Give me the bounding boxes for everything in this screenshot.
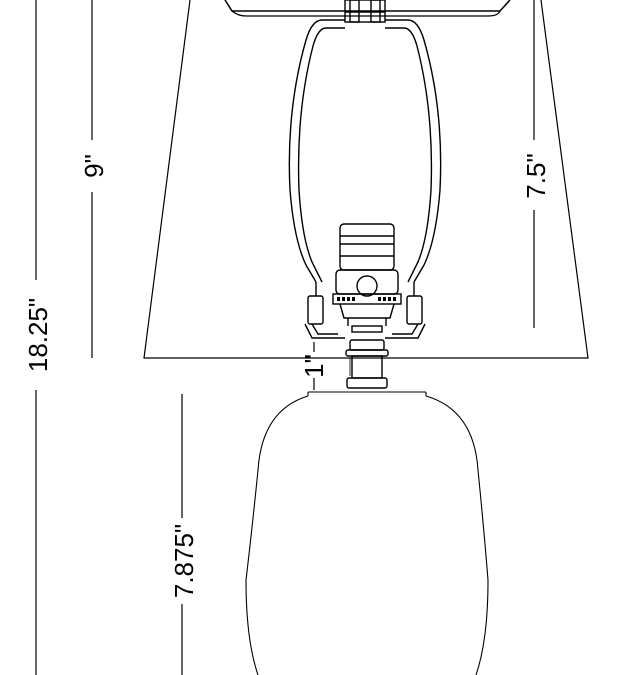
base-height-label: 7.875" bbox=[169, 524, 199, 598]
lamp-base bbox=[245, 391, 489, 675]
lamp-harp bbox=[288, 0, 442, 339]
harp-height-label: 7.5" bbox=[521, 153, 551, 198]
neck-height-label: 1" bbox=[299, 354, 329, 378]
lamp-shade bbox=[143, 0, 589, 359]
overall-height-label: 18.25" bbox=[23, 298, 53, 372]
lamp-neck bbox=[345, 339, 389, 389]
dimension-lines bbox=[35, 0, 535, 675]
lamp-socket bbox=[332, 223, 402, 333]
shade-height-label: 9" bbox=[79, 154, 109, 178]
socket-knurling bbox=[337, 297, 396, 301]
